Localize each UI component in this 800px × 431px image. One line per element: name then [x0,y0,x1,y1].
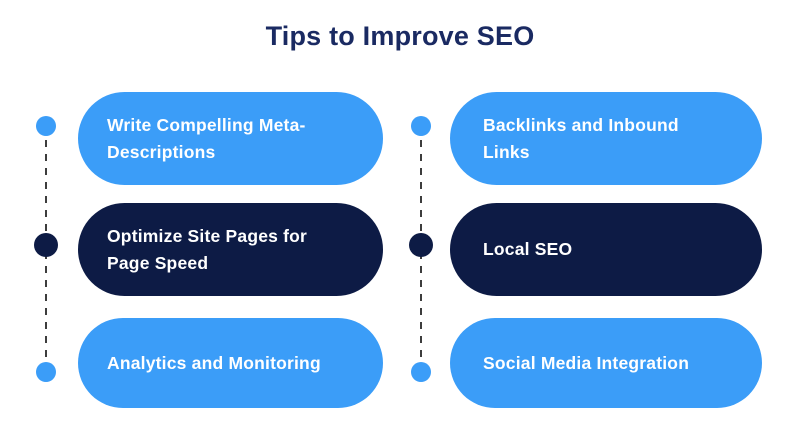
page-title: Tips to Improve SEO [265,21,535,51]
tip-label: Optimize Site Pages for Page Speed [107,225,308,273]
tip-label: Local SEO [483,239,573,259]
tip-pill-social-media: Social Media Integration [450,318,762,408]
tip-pill-local-seo: Local SEO [450,203,762,296]
right-node-dot-2 [409,233,433,257]
tip-pill-meta-descriptions: Write Compelling Meta- Descriptions [78,92,383,185]
tip-label: Backlinks and Inbound Links [483,114,679,162]
tip-label: Write Compelling Meta- Descriptions [107,114,306,162]
right-node-dot-1 [411,116,431,136]
tip-label: Social Media Integration [483,352,690,373]
left-node-dot-2 [34,233,58,257]
tip-pill-backlinks: Backlinks and Inbound Links [450,92,762,185]
left-node-dot-3 [36,362,56,382]
left-node-dot-1 [36,116,56,136]
right-node-dot-3 [411,362,431,382]
tip-pill-analytics: Analytics and Monitoring [78,318,383,408]
tip-label: Analytics and Monitoring [107,352,321,373]
tip-pill-page-speed: Optimize Site Pages for Page Speed [78,203,383,296]
